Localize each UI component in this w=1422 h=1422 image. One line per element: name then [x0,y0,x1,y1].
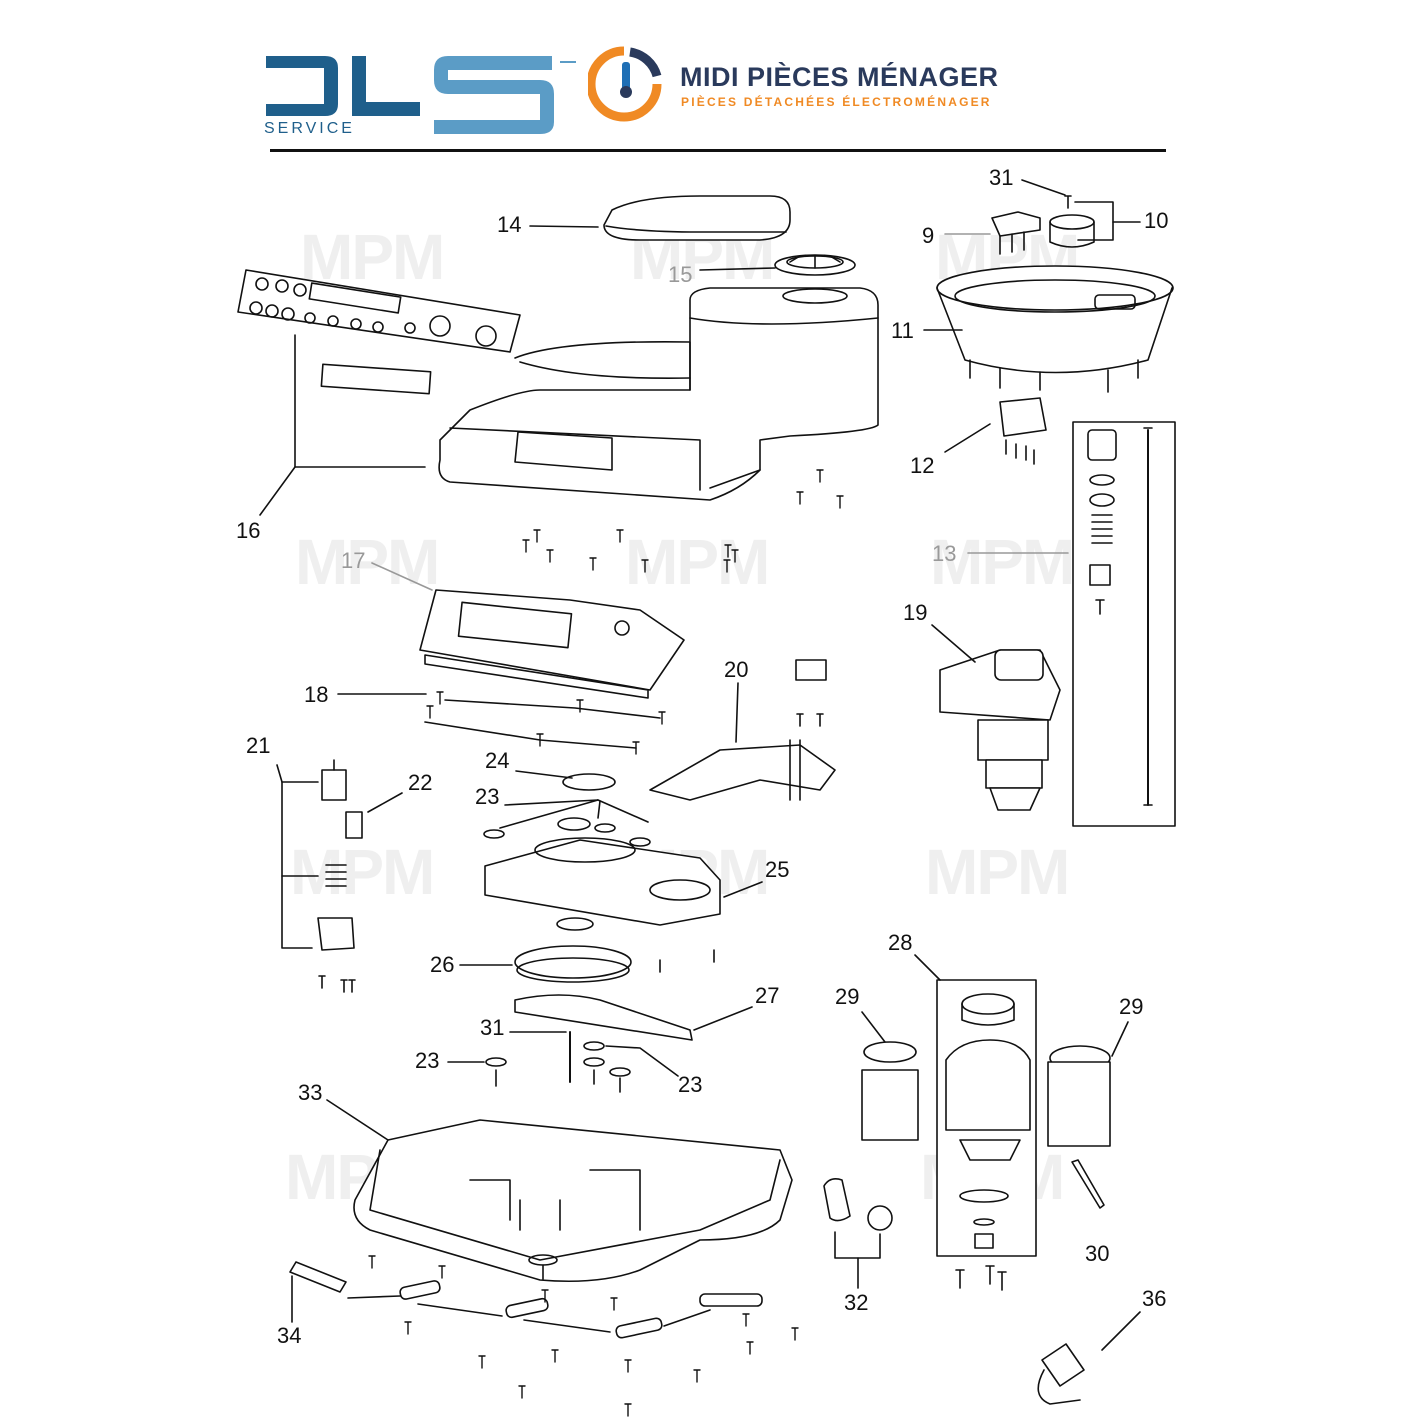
part-feet [289,1261,763,1339]
callout-19: 19 [903,600,928,625]
callout-23: 23 [475,784,500,809]
callout-24: 24 [485,748,510,773]
watermark: MPM [300,221,445,293]
header: SERVICE MIDI PIÈCES MÉNAGER PIÈCES DÉTAC… [0,0,1422,160]
callout-20: 20 [724,657,749,682]
watermark: MPM [930,526,1075,598]
callout-27: 27 [755,983,780,1008]
brand-tagline: PIÈCES DÉTACHÉES ÉLECTROMÉNAGER [681,95,992,109]
callout-34: 34 [277,1323,302,1348]
callout-14: 14 [497,212,522,237]
part-gear-plate [483,773,721,931]
part-control-board [419,589,685,699]
callout-25: 25 [765,857,790,882]
part-gear [514,945,715,983]
screws [522,469,844,573]
part-12-contacts [999,397,1047,465]
part-base [353,1119,793,1283]
watermark: MPM [290,836,435,908]
part-lid [603,195,791,241]
dls-logo [266,56,576,134]
part-13-group [1072,421,1176,827]
callout-23: 23 [415,1048,440,1073]
callout-36: 36 [1142,1286,1167,1311]
callout-26: 26 [430,952,455,977]
callout-13: 13 [932,541,957,566]
part-frame [649,659,836,801]
part-control-panel-overlay [237,269,521,353]
part-bowl-base [936,265,1174,393]
brand-name: MIDI PIÈCES MÉNAGER [680,62,999,92]
part-display-window [320,363,432,395]
callout-29: 29 [1119,994,1144,1019]
part-coupling-ring [774,254,856,276]
callout-10: 10 [1144,208,1169,233]
watermark: MPM [295,526,440,598]
header-divider [270,149,1166,152]
callout-21: 21 [246,733,271,758]
part-21-group [317,759,356,993]
callout-11: 11 [891,318,914,343]
part-plug [1037,1343,1085,1405]
part-motor-assembly [939,649,1061,811]
callout-12: 12 [910,453,935,478]
callout-15: 15 [668,262,693,287]
callout-9: 9 [922,223,935,248]
mpm-logo-icon [588,46,662,122]
callout-16: 16 [236,518,261,543]
part-32-switch [823,1178,893,1231]
dls-service-label: SERVICE [264,120,355,137]
part-28-motor [945,993,1031,1249]
part-30-sensor [1071,1159,1105,1209]
part-main-housing [438,287,879,501]
part-29-left [861,1041,919,1141]
callout-29: 29 [835,984,860,1009]
watermark: MPM [625,526,770,598]
callout-22: 22 [408,770,433,795]
callout-31: 31 [989,165,1014,190]
callout-28: 28 [888,930,913,955]
part-belt [514,994,693,1041]
part-10-cap [1049,214,1095,248]
callout-33: 33 [298,1080,323,1105]
part-22-clip [345,811,363,839]
callout-32: 32 [844,1290,869,1315]
callout-17: 17 [341,548,366,573]
part-29-right [1047,1045,1111,1147]
callout-18: 18 [304,682,329,707]
watermark: MPM [925,836,1070,908]
callout-31: 31 [480,1015,505,1040]
part-9-bracket [991,211,1041,255]
callout-23: 23 [678,1072,703,1097]
callout-30: 30 [1085,1241,1110,1266]
part-28-group-box [936,979,1037,1257]
